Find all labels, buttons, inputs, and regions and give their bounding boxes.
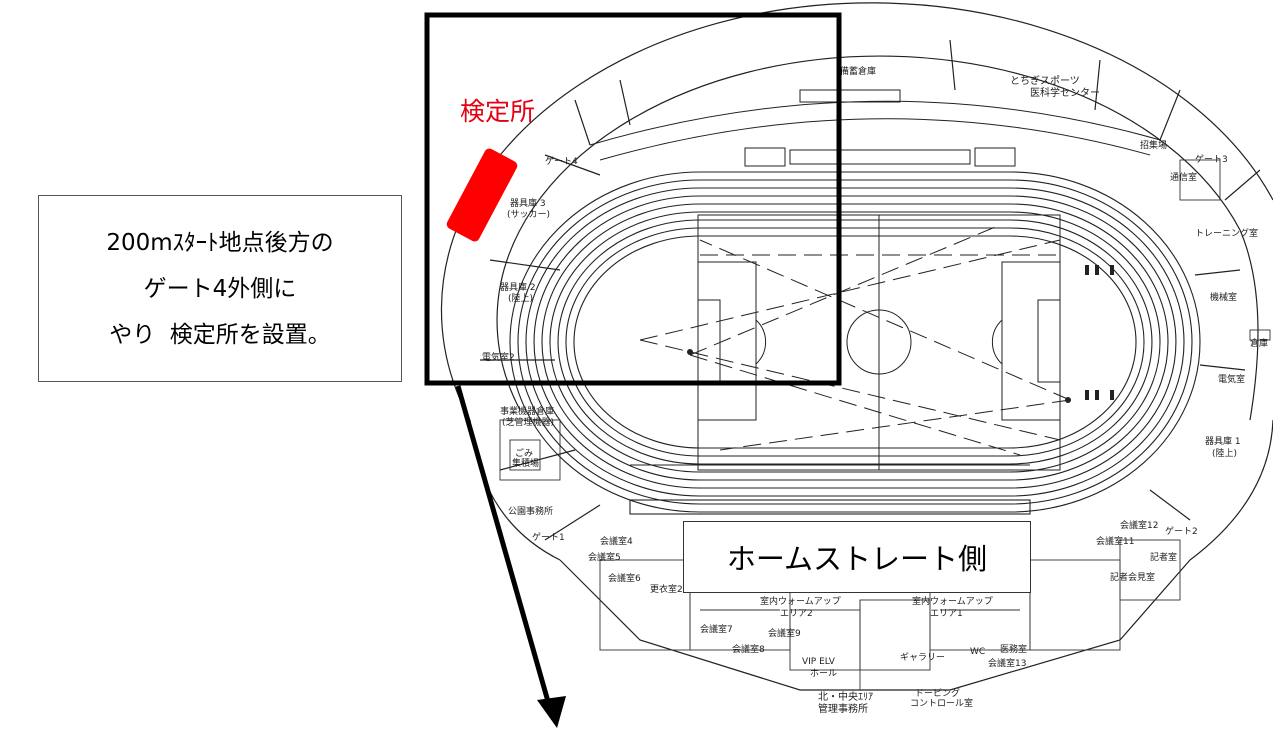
label-souko: 倉庫 <box>1250 337 1268 349</box>
label-hall: ホール <box>810 668 837 679</box>
label-kigu3b: (サッカー) <box>507 209 550 220</box>
callout-line-3: やり 検定所を設置。 <box>109 321 331 348</box>
label-wu1b: エリア1 <box>930 609 963 619</box>
label-kishakaiken: 記者会見室 <box>1110 571 1155 583</box>
label-kaigi13: 会議室13 <box>988 657 1026 669</box>
label-gallery: ギャラリー <box>900 652 945 663</box>
label-gomi1: ごみ <box>515 447 533 459</box>
label-jigyo1: 事業機器倉庫 <box>500 405 554 417</box>
label-training: トレーニング室 <box>1195 227 1258 239</box>
label-gate2: ゲート2 <box>1165 525 1198 537</box>
building-outline <box>440 2 1273 691</box>
label-tsushin: 通信室 <box>1170 171 1197 183</box>
label-kaigi8: 会議室8 <box>732 643 765 655</box>
label-vip: VIP ELV <box>802 657 836 667</box>
field-markers <box>687 265 1114 403</box>
south-building-details <box>499 159 1271 690</box>
label-gate3: ゲート3 <box>1195 153 1228 165</box>
label-koen: 公園事務所 <box>508 505 553 517</box>
direction-arrow <box>455 385 566 728</box>
label-kishashitsu: 記者室 <box>1150 551 1177 563</box>
running-track <box>509 171 1201 515</box>
label-wu1a: 室内ウォームアップ <box>912 595 993 607</box>
highlight-frame <box>424 12 842 386</box>
label-imushitsu: 医務室 <box>1000 643 1027 655</box>
label-wu2b: エリア2 <box>780 609 813 619</box>
label-bihin: 備蓄倉庫 <box>840 65 876 77</box>
label-gate4: ゲート4 <box>545 155 578 167</box>
label-kigu3a: 器具庫 3 <box>510 197 546 209</box>
label-doping2: コントロール室 <box>910 697 973 709</box>
label-wu2a: 室内ウォームアップ <box>760 595 841 607</box>
label-kaigi6: 会議室6 <box>608 572 641 584</box>
label-denki2: 電気室2 <box>482 351 515 363</box>
throwing-sector-lines <box>639 224 1071 456</box>
label-kaigi5: 会議室5 <box>588 551 621 563</box>
label-jigyo2: (芝管理機器) <box>502 416 554 428</box>
label-gate1: ゲート1 <box>532 531 565 543</box>
label-denki1: 電気室 <box>1218 373 1245 385</box>
label-tochigi2: 医科学センター <box>1030 86 1100 99</box>
label-kaigi11: 会議室11 <box>1096 535 1134 547</box>
callout-line-2: ゲート4外側に <box>143 275 297 302</box>
callout-line-1: 200mｽﾀｰﾄ地点後方の <box>106 229 334 256</box>
map-labels: 備蓄倉庫 とちぎスポーツ 医科学センター 招集場 ゲート3 通信室 トレーニング… <box>482 65 1268 715</box>
label-kaigi12: 会議室12 <box>1120 519 1158 531</box>
label-kigu1b: (陸上) <box>1212 447 1237 459</box>
label-kigu1a: 器具庫 1 <box>1205 435 1241 447</box>
label-kita1: 北・中央ｴﾘｱ <box>818 690 873 703</box>
callout-box: 200mｽﾀｰﾄ地点後方の ゲート4外側に やり 検定所を設置。 <box>38 195 402 382</box>
label-wc: WC <box>970 647 985 657</box>
north-stand <box>589 89 1161 167</box>
inspection-station-label: 検定所 <box>460 97 536 126</box>
label-kaigi4: 会議室4 <box>600 535 633 547</box>
label-doping1: ドーピング <box>915 687 960 699</box>
home-straight-label: ホームストレート側 <box>683 521 1031 593</box>
inspection-station-marker <box>446 148 518 242</box>
label-kouishitsu: 更衣室2 <box>650 583 683 595</box>
label-gomi2: 集積場 <box>512 457 539 469</box>
label-kigu2a: 器具庫 2 <box>500 281 536 293</box>
label-kaigi7: 会議室7 <box>700 623 733 635</box>
label-shushujo: 招集場 <box>1140 139 1167 151</box>
label-kaigi9: 会議室9 <box>768 627 801 639</box>
label-kita2: 管理事務所 <box>818 702 868 715</box>
label-kigu2b: (陸上) <box>508 292 533 304</box>
label-kikai: 機械室 <box>1210 291 1237 303</box>
label-tochigi1: とちぎスポーツ <box>1010 74 1080 87</box>
